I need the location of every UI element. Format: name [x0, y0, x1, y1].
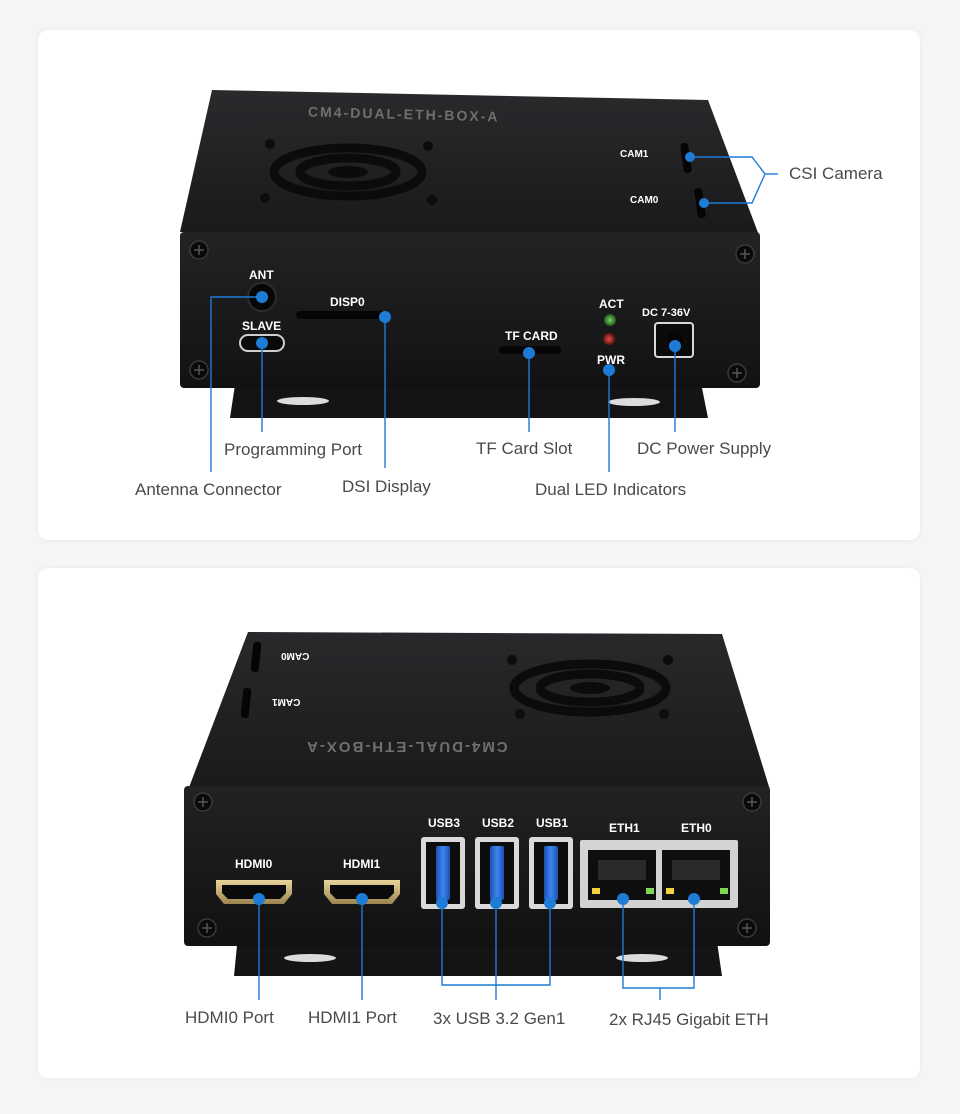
usb1-port [529, 837, 573, 909]
slave-marking: SLAVE [242, 319, 282, 333]
eth1-marking: ETH1 [609, 821, 640, 835]
hdmi1-port-label: HDMI1 Port [308, 1008, 397, 1027]
top-case-lid [188, 632, 770, 790]
pwr-marking: PWR [597, 353, 625, 367]
usb1-marking: USB1 [536, 816, 569, 830]
tf-card-marking: TF CARD [505, 329, 558, 343]
callout-dots [253, 893, 700, 909]
hdmi1-port [324, 880, 400, 904]
dc-power-supply-label: DC Power Supply [637, 439, 772, 458]
act-marking: ACT [599, 297, 624, 311]
dc-marking: DC 7-36V [642, 307, 691, 319]
ant-marking: ANT [249, 268, 274, 282]
top-case-lid [180, 90, 760, 238]
hdmi1-marking: HDMI1 [343, 857, 381, 871]
case-engraving: CM4-DUAL-ETH-BOX-A [305, 738, 508, 755]
cam0-marking: CAM0 [630, 195, 659, 206]
dual-led-indicators-label: Dual LED Indicators [535, 480, 687, 499]
cam0-marking: CAM0 [281, 650, 310, 661]
callout-lines [210, 156, 778, 472]
csi-camera-label: CSI Camera [789, 164, 883, 183]
tf-card-slot-label: TF Card Slot [476, 439, 573, 458]
hdmi0-port [216, 880, 292, 904]
usb2-port [475, 837, 519, 909]
cam1-slot [240, 687, 252, 719]
fan-grille [269, 143, 427, 201]
antenna-connector-label: Antenna Connector [135, 480, 282, 499]
dsi-display-label: DSI Display [342, 477, 431, 496]
usb2-marking: USB2 [482, 816, 515, 830]
disp0-marking: DISP0 [330, 295, 365, 309]
usb3-marking: USB3 [428, 816, 461, 830]
pwr-led [603, 333, 615, 345]
hdmi0-port-label: HDMI0 Port [185, 1008, 274, 1027]
cam1-marking: CAM1 [272, 696, 301, 707]
disp0-slot [296, 311, 386, 319]
rj45-ports-label: 2x RJ45 Gigabit ETH [609, 1010, 769, 1029]
eth0-port [662, 850, 730, 900]
callout-dots [256, 152, 709, 376]
cam1-marking: CAM1 [620, 149, 649, 160]
eth0-marking: ETH0 [681, 821, 712, 835]
fan-grille [509, 659, 671, 717]
eth1-port [588, 850, 656, 900]
programming-port-label: Programming Port [224, 440, 362, 459]
callout-lines [258, 899, 695, 1000]
act-led [604, 314, 616, 326]
cam0-slot [250, 641, 262, 673]
front-face [180, 232, 760, 388]
usb3-port [421, 837, 465, 909]
usb-ports-label: 3x USB 3.2 Gen1 [433, 1009, 566, 1028]
hdmi0-marking: HDMI0 [235, 857, 273, 871]
